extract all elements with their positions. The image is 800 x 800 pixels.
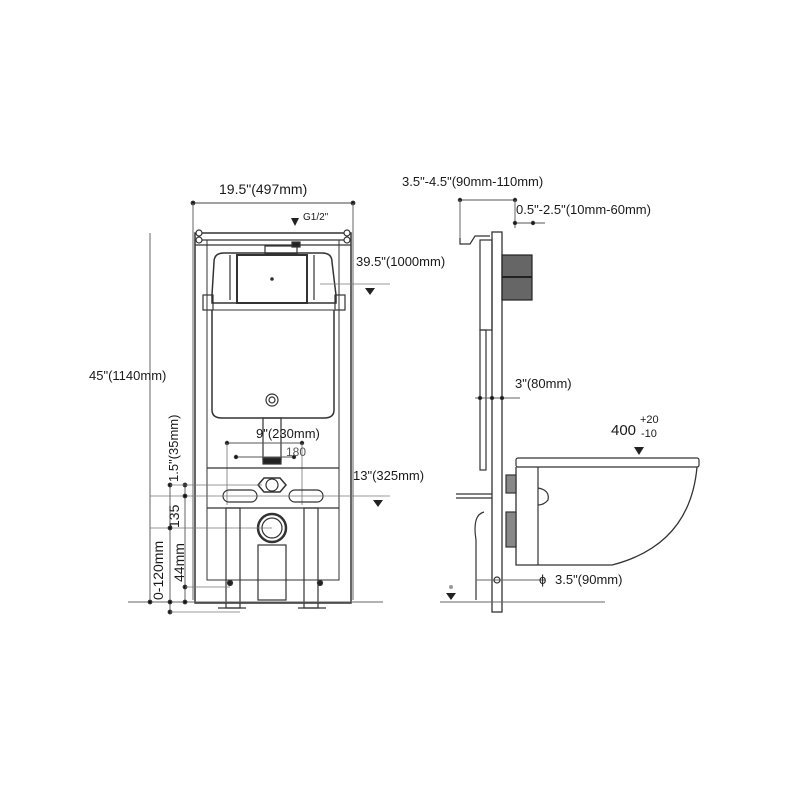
- water-inlet-label: G1/2": [303, 212, 329, 223]
- diameter-icon: ϕ: [539, 572, 547, 587]
- width-dimension-label: 19.5"(497mm): [219, 181, 308, 197]
- seat-height-minus: -10: [641, 428, 657, 440]
- drain-diameter-label: 3.5"(90mm): [555, 572, 623, 587]
- dim-135-label: 135: [166, 504, 182, 528]
- dim-44mm-label: 44mm: [171, 543, 187, 582]
- depth-3in-label: 3"(80mm): [515, 376, 572, 391]
- pipe-spacing-label: 9"(230mm): [256, 426, 320, 441]
- depth-range-label: 3.5"-4.5"(90mm-110mm): [402, 174, 544, 189]
- wall-thickness-label: 0.5"-2.5"(10mm-60mm): [516, 202, 651, 217]
- bolt-spacing-label: 180: [286, 445, 307, 459]
- bolt-height-label: 13"(325mm): [353, 468, 425, 483]
- flush-height-label: 39.5"(1000mm): [356, 254, 446, 269]
- leg-adjust-label: 0-120mm: [150, 540, 166, 600]
- seat-height-plus: +20: [640, 414, 659, 426]
- seat-height-label: 400: [611, 422, 637, 439]
- total-height-label: 45"(1140mm): [89, 368, 167, 383]
- offset-label: 1.5"(35mm): [166, 414, 181, 482]
